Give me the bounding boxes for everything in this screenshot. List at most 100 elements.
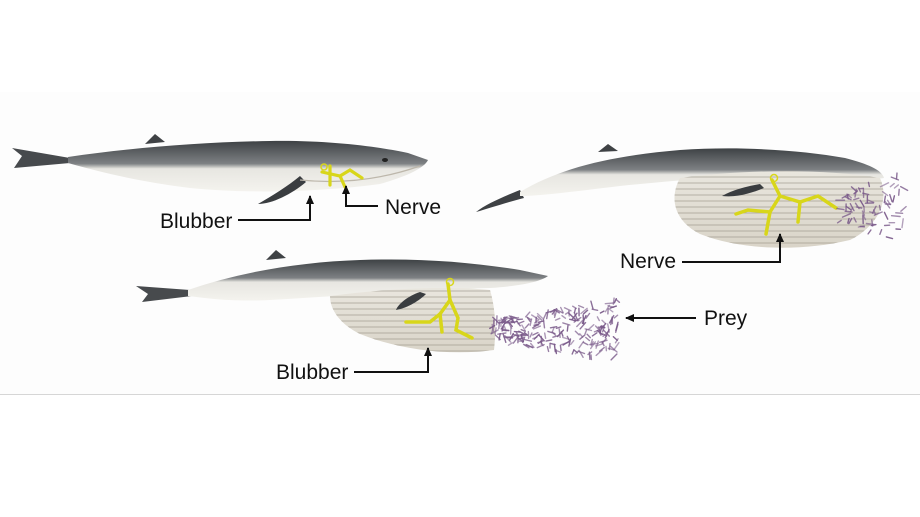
krill-particle <box>536 312 543 319</box>
krill-particle <box>587 324 595 331</box>
krill-particle <box>546 309 549 320</box>
whale-lunging-nerve <box>404 277 474 340</box>
krill-particle <box>595 349 603 357</box>
whale-engulfing-tail-fluke <box>476 190 524 212</box>
krill-particle <box>895 172 898 180</box>
krill-particle <box>582 341 589 346</box>
krill-particle <box>582 314 585 325</box>
krill-particle <box>552 335 559 338</box>
krill-particle <box>584 328 593 332</box>
krill-particle <box>836 219 842 224</box>
krill-particle <box>571 312 578 321</box>
krill-particle <box>580 307 588 315</box>
whale-engulfing <box>476 144 884 248</box>
krill-particle <box>569 318 577 322</box>
krill-particle <box>566 335 571 342</box>
krill-particle <box>521 324 526 332</box>
krill-particle <box>562 322 571 326</box>
krill-particle <box>497 318 508 322</box>
krill-particle <box>560 306 564 314</box>
krill-particle <box>892 195 896 203</box>
krill-particle <box>848 217 853 225</box>
krill-particle <box>556 309 564 314</box>
krill-particle <box>544 332 547 339</box>
krill-particle <box>531 314 539 320</box>
krill-particle <box>878 204 881 211</box>
krill-particle <box>501 326 504 332</box>
krill-particle <box>854 202 860 210</box>
krill-particle <box>841 212 852 218</box>
krill-particle <box>613 298 617 304</box>
krill-particle <box>599 339 608 343</box>
label-whale1-nerve: Nerve <box>385 196 442 219</box>
krill-particle <box>853 197 860 201</box>
krill-particle <box>865 222 875 226</box>
krill-particle <box>602 331 609 338</box>
krill-particle <box>579 335 585 340</box>
krill-particle <box>561 315 567 319</box>
krill-particle <box>532 325 541 330</box>
krill-particle <box>578 304 585 309</box>
krill-particle <box>551 326 555 332</box>
whale-resting-body <box>68 140 428 192</box>
krill-particle <box>613 341 620 351</box>
krill-particle <box>861 210 866 216</box>
whale-lunging-dorsal-fin <box>266 250 286 260</box>
krill-particle <box>504 320 514 324</box>
label-whale3-blubber: Blubber <box>276 361 349 384</box>
krill-particle <box>591 332 598 337</box>
krill-particle <box>526 316 531 323</box>
krill-particle <box>532 331 539 336</box>
whale-resting-throat <box>299 165 421 183</box>
krill-particle <box>583 328 588 337</box>
krill-particle <box>871 205 877 214</box>
krill-particle <box>546 346 550 353</box>
krill-particle <box>571 349 575 355</box>
krill-particle <box>869 211 875 214</box>
krill-particle <box>854 188 858 198</box>
krill-particle <box>547 330 556 335</box>
krill-particle <box>568 338 572 347</box>
krill-particle <box>591 308 599 311</box>
krill-particle <box>512 333 520 337</box>
krill-particle <box>542 312 547 320</box>
krill-particle <box>512 338 518 344</box>
whale-lunging <box>136 250 548 353</box>
krill-particle <box>599 310 605 314</box>
krill-particle <box>612 297 615 305</box>
krill-particle <box>555 326 562 329</box>
whale-lunging-pectoral-fin <box>396 292 426 310</box>
krill-particle <box>558 328 561 338</box>
krill-particle <box>562 340 571 346</box>
leader-whale2-nerve <box>682 233 784 263</box>
krill-particle <box>890 176 900 181</box>
krill-particle <box>582 309 589 315</box>
krill-particle <box>537 340 544 344</box>
krill-particle <box>867 199 875 204</box>
krill-particle <box>596 316 600 322</box>
krill-particle <box>507 342 513 346</box>
krill-particle <box>901 218 904 229</box>
krill-particle <box>858 187 864 190</box>
krill-particle <box>573 307 577 314</box>
krill-particle <box>532 336 538 340</box>
whale-engulfing-nerve <box>734 173 838 236</box>
leader-lines <box>238 185 784 373</box>
krill-particle <box>607 307 614 313</box>
krill-particle <box>604 304 610 313</box>
krill-particle <box>566 324 569 332</box>
krill-particle <box>536 315 543 321</box>
krill-particle <box>523 338 533 342</box>
krill-particle <box>549 342 556 346</box>
krill-particle <box>585 336 591 342</box>
krill-particle <box>881 190 889 197</box>
krill-particle <box>587 351 593 356</box>
krill-particle <box>502 333 507 343</box>
krill-particle <box>529 332 533 338</box>
krill-particle <box>574 330 580 336</box>
krill-particle <box>524 323 530 329</box>
krill-particle <box>590 300 594 310</box>
whale-engulfing-pectoral-fin <box>722 184 764 197</box>
krill-particle <box>559 344 562 352</box>
